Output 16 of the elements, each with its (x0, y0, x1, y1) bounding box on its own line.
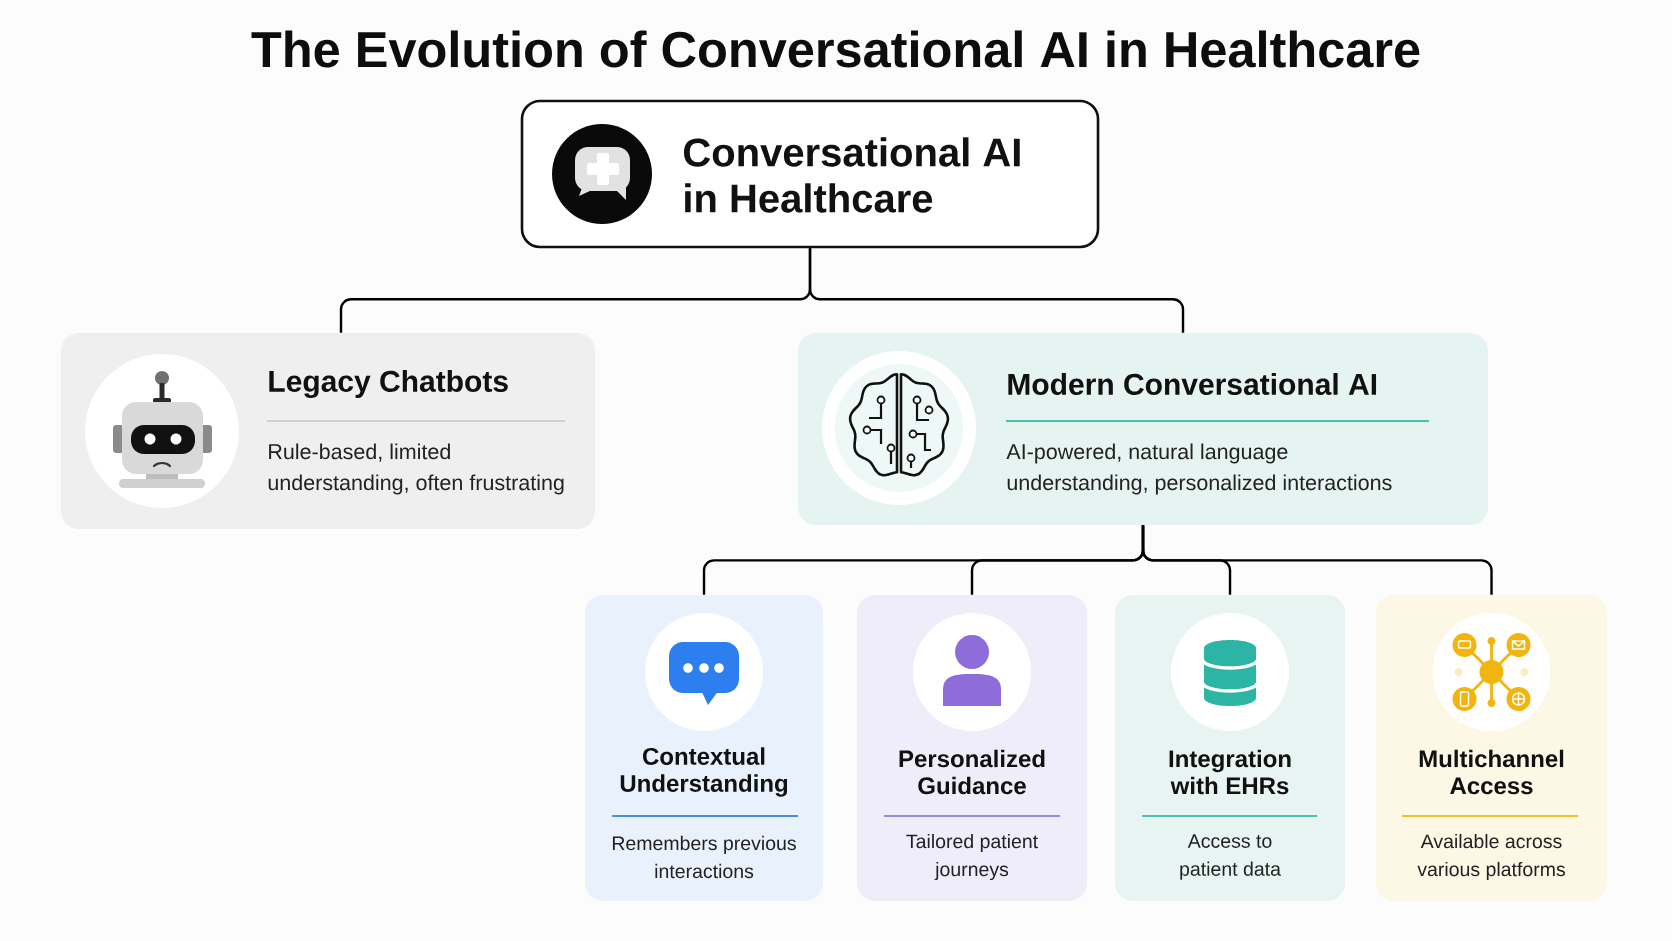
connector (808, 248, 1185, 333)
description: Tailored patient journeys (906, 833, 1038, 881)
heading: Legacy Chatbots (269, 369, 508, 399)
connector (1141, 525, 1493, 595)
heading: Conversational AI in Healthcare (684, 137, 1020, 213)
description: AI-powered, natural language understanding, personalized interactions (1006, 443, 1392, 495)
heading: Integration with EHRs (1169, 749, 1291, 795)
title: The Evolution of Conversational AI in Healthcare (251, 30, 1420, 68)
description: Remembers previous interactions (612, 835, 796, 879)
heading: Contextual Understanding (620, 747, 788, 797)
heading: Multichannel Access (1419, 749, 1564, 795)
description: Rule-based, limited understanding, often frustrating (268, 443, 564, 495)
heading: Personalized Guidance (899, 749, 1045, 795)
heading: Modern Conversational AI (1008, 373, 1377, 395)
description: Available across various platforms (1417, 833, 1565, 881)
description: Access to patient data (1180, 834, 1281, 880)
